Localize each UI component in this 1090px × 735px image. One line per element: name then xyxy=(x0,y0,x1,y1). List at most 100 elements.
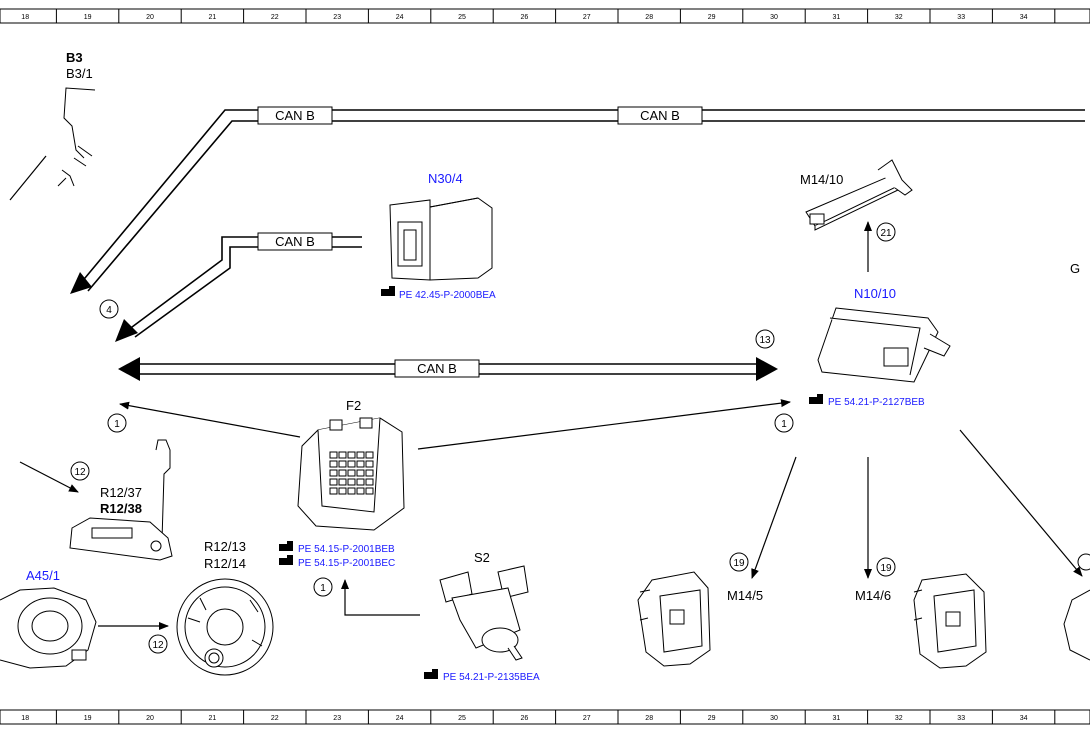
label-g-partial: G xyxy=(1070,261,1080,276)
label-r12-38: R12/38 xyxy=(100,501,142,516)
top-ruler-label: 30 xyxy=(770,14,778,21)
can-mid-arrowhead xyxy=(115,319,138,342)
component-b3-drawing xyxy=(57,87,96,187)
pointing-hand-icon xyxy=(381,286,395,296)
bottom-ruler-label: 33 xyxy=(957,715,965,722)
pointing-hand-icon xyxy=(279,541,293,551)
conn-circle-1-right: 1 xyxy=(774,413,794,433)
top-ruler-label: 23 xyxy=(333,14,341,21)
fuse-slot xyxy=(356,478,365,486)
fuse-slot xyxy=(347,478,356,486)
can-label-box-2: CAN B xyxy=(617,106,703,125)
fuse-slot xyxy=(356,460,365,468)
conn-circle-19-left: 19 xyxy=(729,552,749,572)
top-ruler-label: 32 xyxy=(895,14,903,21)
pointing-hand-icon xyxy=(279,555,293,565)
svg-text:12: 12 xyxy=(74,467,86,478)
bottom-ruler-label: 21 xyxy=(209,715,217,722)
component-g-partial-drawing xyxy=(1063,553,1090,661)
svg-text:19: 19 xyxy=(880,563,892,574)
can-top-arrowhead xyxy=(70,272,92,294)
can-label-4: CAN B xyxy=(417,361,457,376)
can-label-1: CAN B xyxy=(275,108,315,123)
can-label-box-3: CAN B xyxy=(257,232,333,251)
label-n10-10: N10/10 xyxy=(854,286,896,301)
can-label-box-4: CAN B xyxy=(394,359,480,378)
component-r12-13-drawing xyxy=(176,578,274,676)
bottom-ruler-label: 25 xyxy=(458,715,466,722)
label-r12-14: R12/14 xyxy=(204,556,246,571)
pointing-hand-icon xyxy=(424,669,438,679)
bottom-ruler-label: 30 xyxy=(770,715,778,722)
conn-circle-12-bottom: 12 xyxy=(148,634,168,654)
fuse-slot xyxy=(338,469,347,477)
can-label-2: CAN B xyxy=(640,108,680,123)
can-label-3: CAN B xyxy=(275,234,315,249)
component-m14-5-drawing xyxy=(637,571,711,667)
can-main-left-arrowhead xyxy=(118,357,140,381)
component-a45-1-drawing xyxy=(0,587,97,669)
top-ruler-label: 24 xyxy=(396,14,404,21)
bottom-ruler-label: 20 xyxy=(146,715,154,722)
component-n10-10-drawing xyxy=(817,307,951,383)
svg-text:PE 42.45-P-2000BEA[interactable]: PE 42.45-P-2000BEA xyxy=(399,290,496,301)
ref-s2[interactable]: PE 54.21-P-2135BEA xyxy=(424,669,540,683)
conn-circle-19-right: 19 xyxy=(876,557,896,577)
component-m14-10-drawing xyxy=(805,159,913,231)
fuse-slot xyxy=(329,469,338,477)
svg-text:PE 54.21-P-2135BEA[interactable]: PE 54.21-P-2135BEA xyxy=(443,672,540,683)
label-b3-1: B3/1 xyxy=(66,66,93,81)
top-ruler-label: 20 xyxy=(146,14,154,21)
top-ruler-label: 34 xyxy=(1020,14,1028,21)
ref-f2-2[interactable]: PE 54.15-P-2001BEC xyxy=(279,555,395,569)
bottom-ruler-label: 34 xyxy=(1020,715,1028,722)
top-ruler-label: 33 xyxy=(957,14,965,21)
top-ruler-label: 28 xyxy=(645,14,653,21)
conn-circle-12-top: 12 xyxy=(70,461,90,481)
bottom-ruler-label: 22 xyxy=(271,715,279,722)
can-bus-mid xyxy=(127,236,362,338)
label-r12-13: R12/13 xyxy=(204,539,246,554)
conn-circle-4: 4 xyxy=(99,299,119,319)
top-ruler-label: 21 xyxy=(209,14,217,21)
fuse-slot xyxy=(356,469,365,477)
fuse-slot xyxy=(329,478,338,486)
signal-lines xyxy=(9,155,1083,630)
can-label-box-1: CAN B xyxy=(257,106,333,125)
fuse-slot xyxy=(356,487,365,495)
top-ruler xyxy=(0,8,1090,24)
svg-text:1: 1 xyxy=(320,583,326,594)
fuse-slot xyxy=(329,487,338,495)
fuse-slot xyxy=(365,469,374,477)
fuse-slot xyxy=(329,451,338,459)
ref-n30-4[interactable]: PE 42.45-P-2000BEA xyxy=(381,286,496,301)
ref-n10-10[interactable]: PE 54.21-P-2127BEB xyxy=(809,394,925,408)
label-f2: F2 xyxy=(346,398,361,413)
top-ruler-label: 18 xyxy=(21,14,29,21)
svg-text:19: 19 xyxy=(733,558,745,569)
ref-f2-1[interactable]: PE 54.15-P-2001BEB xyxy=(279,541,395,555)
svg-text:PE 54.15-P-2001BEC[interactable]: PE 54.15-P-2001BEC xyxy=(298,558,395,569)
label-s2: S2 xyxy=(474,550,490,565)
can-main-right-arrowhead xyxy=(756,357,778,381)
svg-text:PE 54.21-P-2127BEB[interactable]: PE 54.21-P-2127BEB xyxy=(828,397,925,408)
svg-text:21: 21 xyxy=(880,228,892,239)
can-bus-top xyxy=(79,109,1085,292)
svg-text:12: 12 xyxy=(152,640,164,651)
svg-text:13: 13 xyxy=(759,335,771,346)
fuse-slot xyxy=(347,487,356,495)
label-m14-6: M14/6 xyxy=(855,588,891,603)
fuse-slot xyxy=(365,478,374,486)
label-b3: B3 xyxy=(66,50,83,65)
bottom-ruler-label: 18 xyxy=(21,715,29,722)
fuse-slot xyxy=(365,487,374,495)
conn-circle-1-s2: 1 xyxy=(313,577,333,597)
fuse-slot xyxy=(338,451,347,459)
bottom-ruler-label: 28 xyxy=(645,715,653,722)
svg-text:1: 1 xyxy=(781,419,787,430)
top-ruler-label: 22 xyxy=(271,14,279,21)
svg-text:PE 54.15-P-2001BEB[interactable]: PE 54.15-P-2001BEB xyxy=(298,544,395,555)
conn-circle-21: 21 xyxy=(876,222,896,242)
bottom-ruler-label: 26 xyxy=(521,715,529,722)
